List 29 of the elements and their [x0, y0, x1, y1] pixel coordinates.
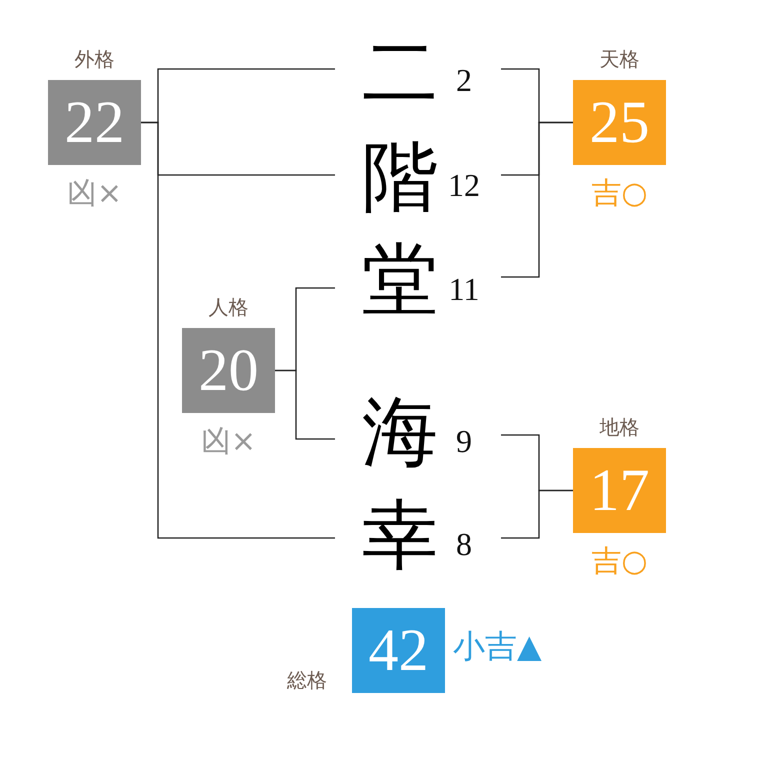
score-tile: 20: [182, 328, 275, 413]
grade-label: 天格: [600, 46, 640, 72]
name-character: 堂: [362, 241, 438, 317]
score-tile: 42: [352, 608, 445, 693]
fortune-rating: 凶×: [200, 425, 256, 459]
grade-label: 人格: [208, 294, 248, 320]
bracket-line: [275, 370, 335, 440]
bracket-line: [501, 490, 573, 539]
stroke-count: 9: [456, 425, 472, 457]
fortune-rating: 凶×: [66, 177, 122, 211]
score-tile: 22: [48, 80, 141, 165]
fortune-rating: 吉○: [591, 545, 648, 579]
stroke-count: 11: [448, 273, 480, 305]
bracket-line: [141, 122, 335, 539]
bracket-line: [501, 122, 573, 278]
name-character: 階: [362, 139, 438, 215]
grade-label: 総格: [287, 667, 327, 693]
stroke-count: 2: [456, 64, 472, 96]
stroke-count: 8: [456, 528, 472, 560]
grade-label: 地格: [600, 414, 640, 440]
score-tile: 25: [573, 80, 666, 165]
stroke-count: 12: [448, 169, 480, 201]
fortune-rating: 小吉▲: [453, 628, 542, 664]
fortune-rating: 吉○: [591, 177, 648, 211]
name-character: 幸: [362, 497, 438, 573]
grade-label: 外格: [74, 46, 114, 72]
score-tile: 17: [573, 448, 666, 533]
name-character: 二: [362, 34, 438, 110]
name-character: 海: [362, 394, 438, 470]
